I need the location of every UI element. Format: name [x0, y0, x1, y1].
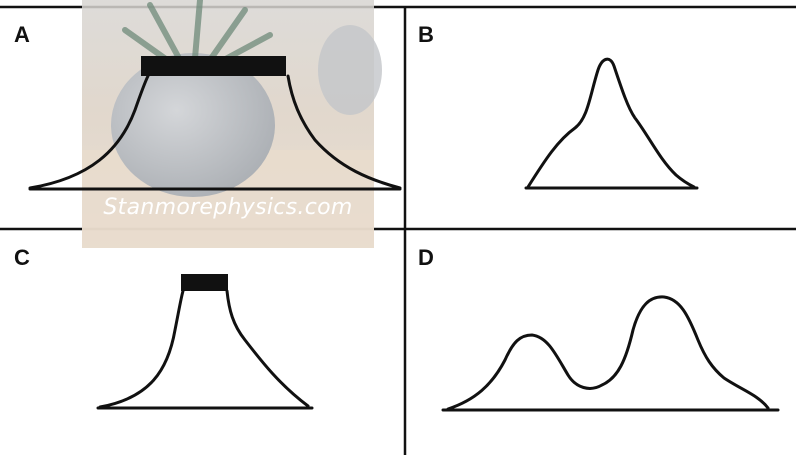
- panel-label-b: B: [418, 22, 434, 47]
- panel-label-a: A: [14, 22, 30, 47]
- panel-d-shape: [441, 295, 780, 412]
- panel-c-shape: [96, 274, 314, 410]
- panel-a-shape: [28, 56, 402, 191]
- panel-label-d: D: [418, 245, 434, 270]
- panel-c-outline: [96, 289, 314, 410]
- panel-c-cap: [181, 274, 228, 291]
- panel-b-outline: [524, 57, 699, 190]
- panel-d-outline: [441, 295, 780, 412]
- panel-a-outline: [28, 74, 402, 191]
- photo-pot-body: [111, 53, 275, 197]
- watermark-photo: [82, 0, 382, 248]
- panel-b-shape: [524, 57, 699, 190]
- panel-label-c: C: [14, 245, 30, 270]
- panel-a-cap: [141, 56, 286, 76]
- watermark-text: Stanmorephysics.com: [103, 195, 353, 220]
- photo-background-pot: [318, 25, 382, 115]
